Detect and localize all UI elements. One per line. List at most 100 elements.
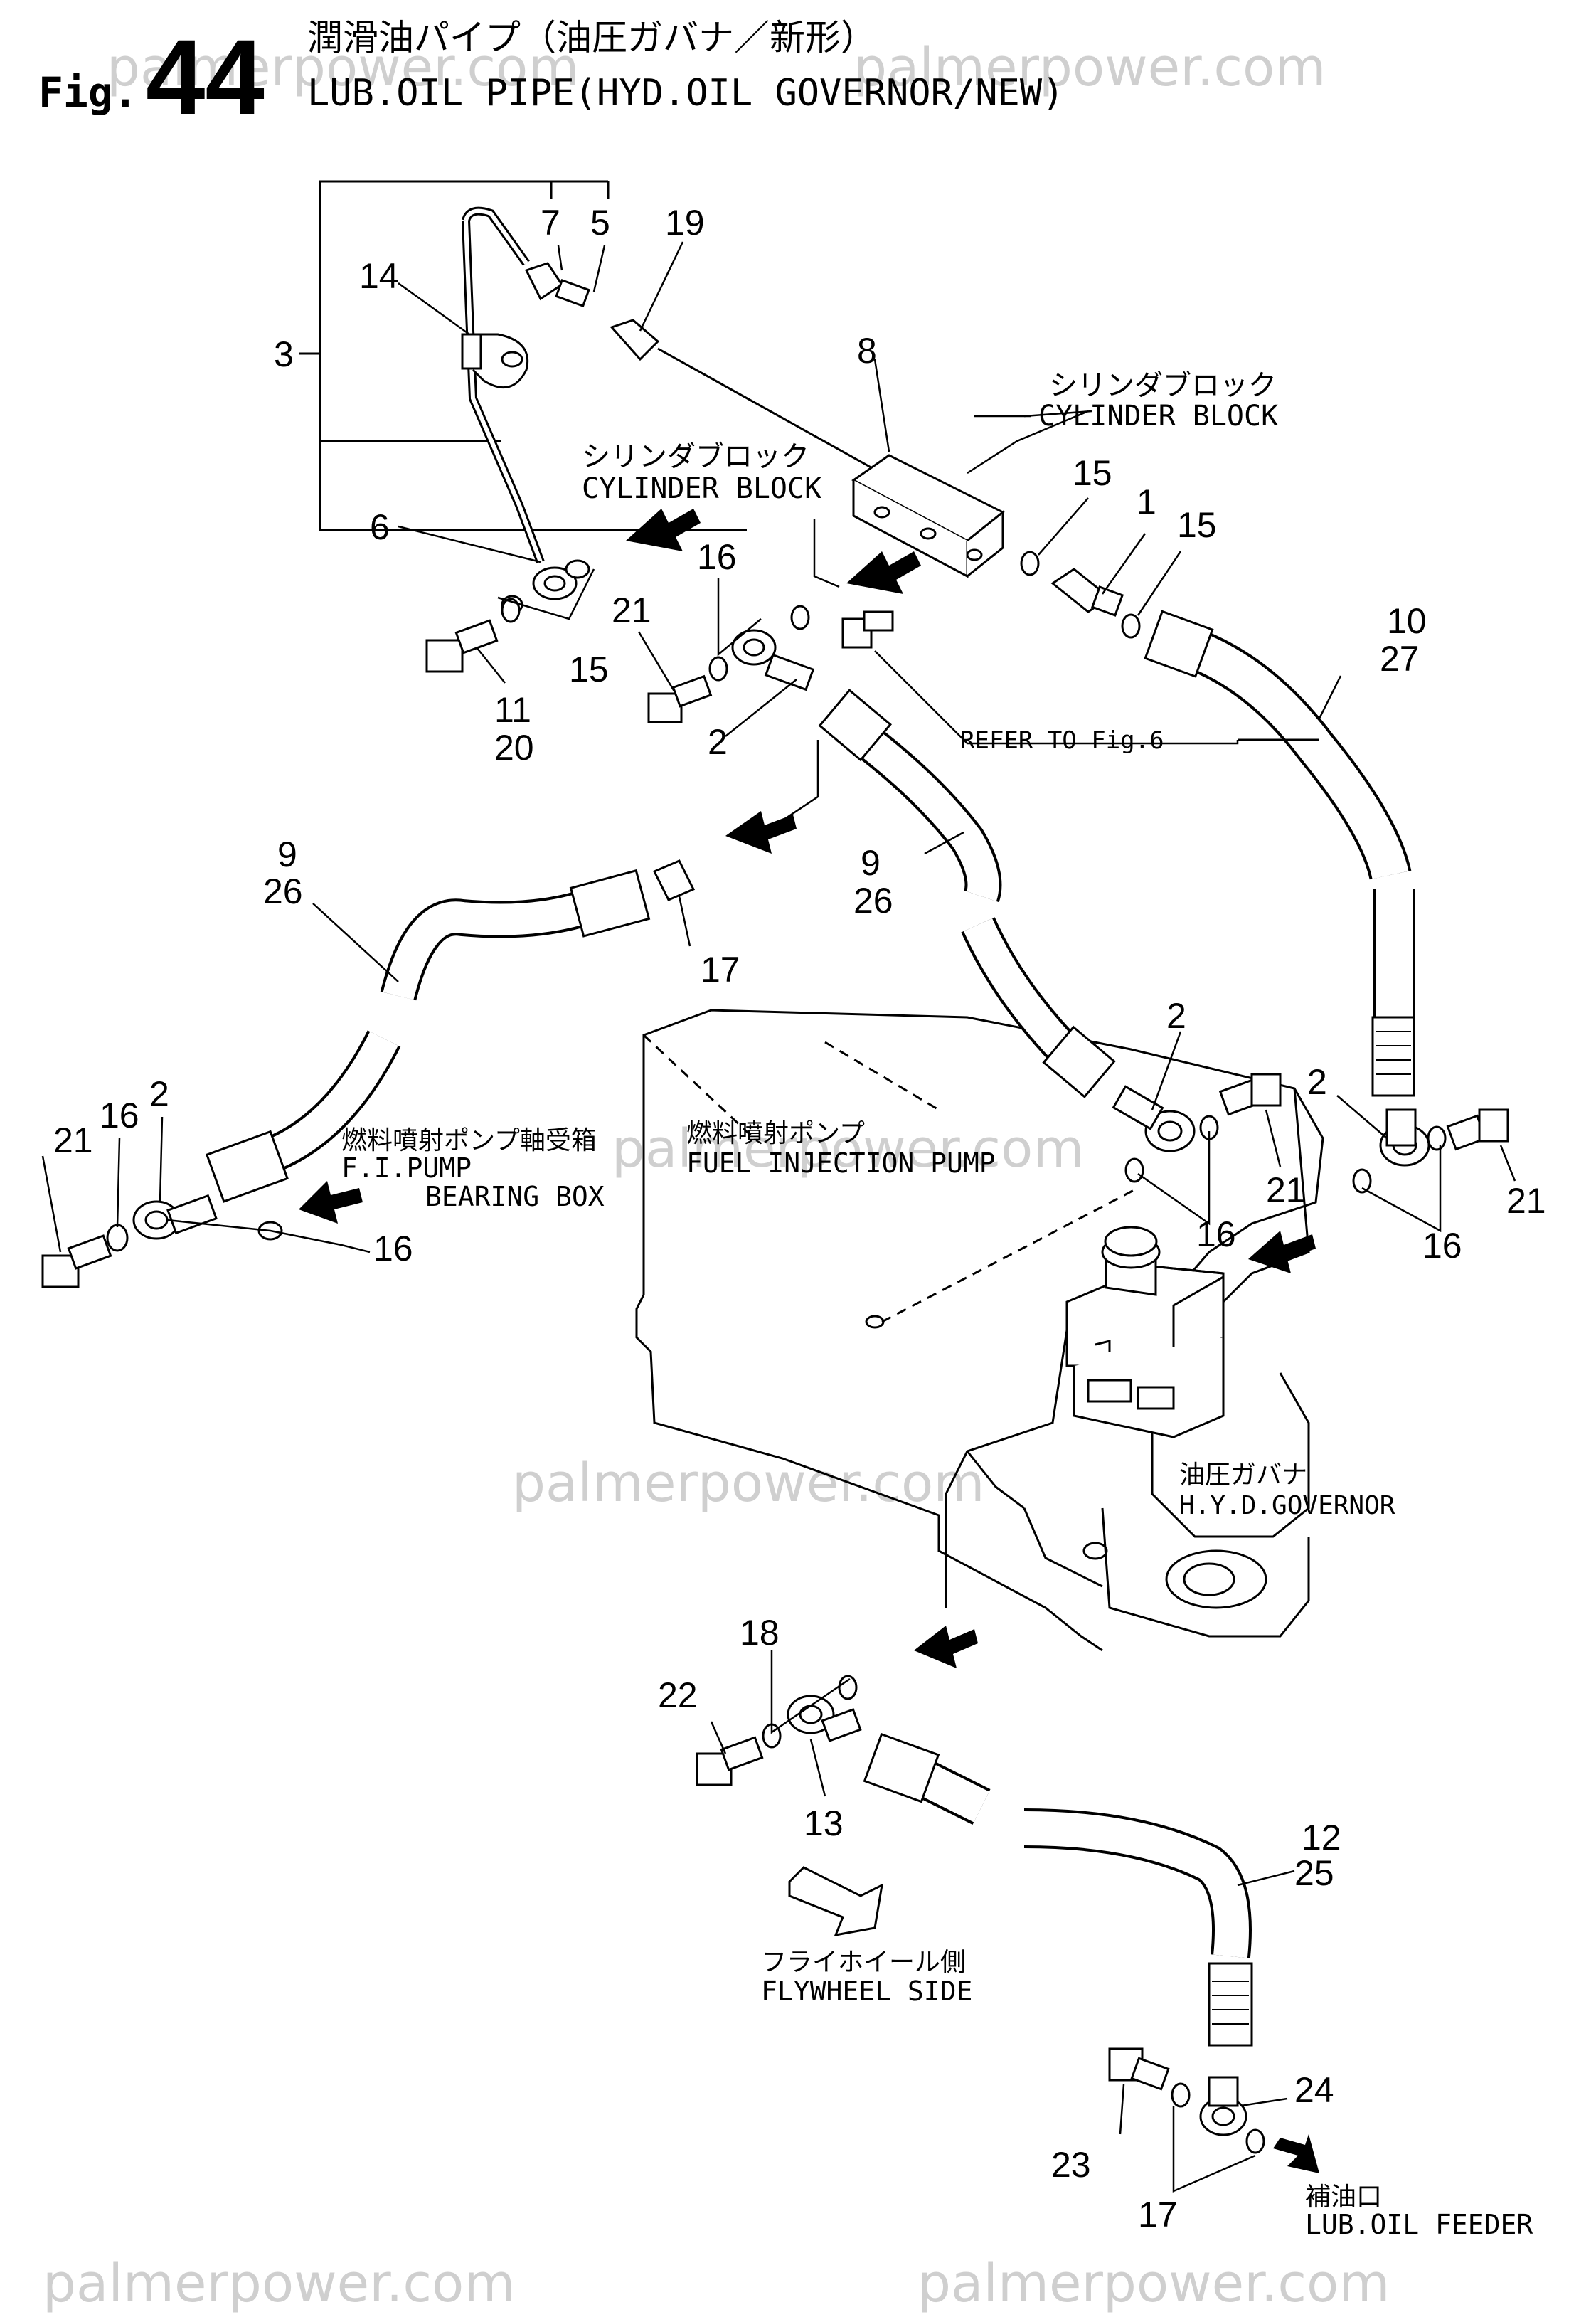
part-numbers: 7 5 19 14 3 8 6 15 15 1 15 10 27 16 21 1… xyxy=(53,203,1546,2234)
label-fuel-pump-jp: 燃料噴射ポンプ xyxy=(686,1118,865,1147)
label-fuel-pump-en: FUEL INJECTION PUMP xyxy=(686,1147,996,1179)
label-cyl-block-left-jp: シリンダブロック xyxy=(582,441,809,472)
label-flywheel-en: FLYWHEEL SIDE xyxy=(761,1976,972,2007)
header: Fig. 44 潤滑油パイプ（油圧ガバナ／新形） LUB.OIL PIPE(HY… xyxy=(38,17,1064,137)
part-number-17-mid: 17 xyxy=(701,950,740,990)
arrow-fi-bearing xyxy=(299,1181,363,1224)
watermark-top-left: palmerpower.com xyxy=(107,37,579,98)
label-governor-en: H.Y.D.GOVERNOR xyxy=(1179,1491,1395,1520)
fuel-injection-pump-body xyxy=(635,1009,1324,1652)
label-flywheel-jp: フライホイール側 xyxy=(761,1947,966,1976)
leader-lines xyxy=(41,241,1516,2193)
block-8 xyxy=(851,454,1005,578)
labels: シリンダブロック CYLINDER BLOCK シリンダブロック CYLINDE… xyxy=(341,370,1533,2240)
watermark-bottom-right: palmerpower.com xyxy=(917,2253,1390,2314)
arrow-hose-left xyxy=(725,811,797,854)
label-fi-bearing-jp: 燃料噴射ポンプ軸受箱 xyxy=(341,1125,597,1155)
part-number-21-top: 21 xyxy=(612,590,651,630)
hyd-governor xyxy=(1065,1226,1225,1438)
part-number-16-top: 16 xyxy=(697,537,737,577)
part-number-21-right: 21 xyxy=(1506,1181,1546,1221)
hose-9-left xyxy=(205,859,696,1203)
arrow-block-lower xyxy=(846,551,921,594)
part-number-23: 23 xyxy=(1051,2145,1091,2185)
label-feeder-en: LUB.OIL FEEDER xyxy=(1305,2209,1533,2240)
fittings-feeder xyxy=(1108,2047,1265,2154)
part-number-3: 3 xyxy=(274,334,294,374)
part-number-25: 25 xyxy=(1294,1853,1334,1893)
label-fi-bearing-en2: BEARING BOX xyxy=(425,1181,605,1212)
part-number-2-left: 2 xyxy=(149,1074,169,1114)
part-number-24: 24 xyxy=(1294,2070,1334,2110)
flywheel-side-arrow xyxy=(788,1866,883,1936)
part-number-10: 10 xyxy=(1387,601,1427,641)
part-number-15-right: 15 xyxy=(1177,505,1217,545)
fittings-left xyxy=(41,1194,283,1288)
pump-port-marker xyxy=(865,1315,885,1329)
watermark-center: palmerpower.com xyxy=(612,1118,1084,1179)
part-number-17-bottom: 17 xyxy=(1138,2195,1178,2234)
watermark-bottom-left: palmerpower.com xyxy=(43,2253,515,2314)
hose-12 xyxy=(863,1732,1253,2047)
part-number-9-left: 9 xyxy=(277,834,297,874)
union-19 xyxy=(610,319,876,471)
part-number-8: 8 xyxy=(857,331,877,371)
part-number-2-top: 2 xyxy=(708,722,728,762)
part-number-11: 11 xyxy=(494,690,531,730)
part-number-6: 6 xyxy=(370,507,390,547)
title-en: LUB.OIL PIPE(HYD.OIL GOVERNOR/NEW) xyxy=(307,72,1064,115)
part-number-19: 19 xyxy=(665,203,705,243)
fittings-right xyxy=(1112,1073,1509,1194)
part-number-21-left: 21 xyxy=(53,1120,93,1160)
part-number-13: 13 xyxy=(804,1803,844,1843)
label-fi-bearing-en1: F.I.PUMP xyxy=(341,1152,472,1184)
part-number-21-middle: 21 xyxy=(1266,1170,1306,1210)
part-number-12: 12 xyxy=(1302,1818,1341,1857)
watermark-top-right: palmerpower.com xyxy=(853,37,1326,98)
fittings-bottom xyxy=(696,1675,862,1786)
label-cyl-block-top-en: CYLINDER BLOCK xyxy=(1038,400,1278,433)
part-number-9-right: 9 xyxy=(861,843,881,883)
fig-prefix: Fig. xyxy=(38,68,138,117)
arrow-feeder xyxy=(1273,2134,1319,2173)
title-jp: 潤滑油パイプ（油圧ガバナ／新形） xyxy=(307,18,876,58)
bolt-21a-head xyxy=(647,692,683,723)
part-number-16-left-lower: 16 xyxy=(373,1229,413,1268)
watermarks: palmerpower.com palmerpower.com palmerpo… xyxy=(43,37,1390,2314)
hose-10 xyxy=(1144,610,1415,1097)
arrow-cyl-left xyxy=(626,509,701,551)
part-number-18: 18 xyxy=(740,1613,780,1653)
dashed-leaders xyxy=(642,1034,1139,1323)
flow-arrows xyxy=(299,509,1319,2173)
hose-9-right xyxy=(818,689,1116,1098)
bracket-3 xyxy=(299,180,747,531)
part-number-22: 22 xyxy=(658,1675,698,1715)
part-number-16-middle: 16 xyxy=(1196,1214,1236,1254)
part-number-2-middle: 2 xyxy=(1166,996,1186,1036)
part-number-27: 27 xyxy=(1380,639,1420,679)
fig-number: 44 xyxy=(146,17,265,137)
label-governor-jp: 油圧ガバナ xyxy=(1179,1460,1307,1489)
part-number-20: 20 xyxy=(494,728,534,768)
part-number-26-right: 26 xyxy=(853,881,893,921)
part-number-15-left: 15 xyxy=(569,650,609,689)
part-number-2-right: 2 xyxy=(1307,1062,1327,1102)
bolt-11-head xyxy=(425,639,464,673)
part-number-7: 7 xyxy=(541,203,560,243)
pipe-assembly-3 xyxy=(461,206,590,615)
part-number-5: 5 xyxy=(590,203,610,243)
fittings-top xyxy=(425,551,1141,723)
label-feeder-jp: 補油口 xyxy=(1305,2182,1382,2211)
part-number-26-left: 26 xyxy=(263,871,303,911)
part-number-1: 1 xyxy=(1137,482,1156,522)
label-cyl-block-top-jp: シリンダブロック xyxy=(1049,370,1277,401)
arrow-lower xyxy=(914,1626,978,1668)
watermark-mid: palmerpower.com xyxy=(512,1453,984,1514)
label-cyl-block-left-en: CYLINDER BLOCK xyxy=(582,472,821,505)
part-number-14: 14 xyxy=(359,256,399,296)
part-number-16-right: 16 xyxy=(1422,1226,1462,1266)
part-number-16-left: 16 xyxy=(100,1096,139,1135)
arrow-governor xyxy=(1248,1231,1316,1273)
label-refer: REFER TO Fig.6 xyxy=(960,726,1164,755)
